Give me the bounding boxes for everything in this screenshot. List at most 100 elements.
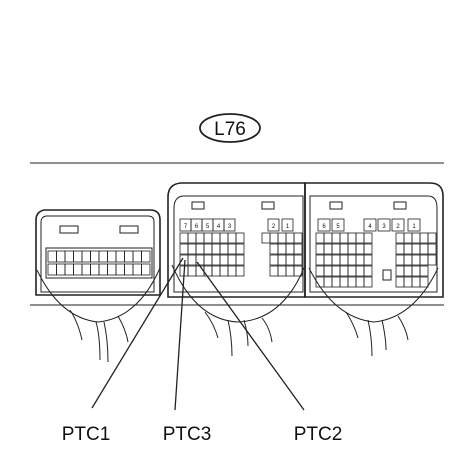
pin-cell	[115, 250, 125, 263]
pin-cell	[347, 265, 357, 277]
pin-cell	[98, 263, 108, 276]
pin-cell	[124, 263, 134, 276]
pin-cell	[339, 243, 349, 255]
pin-cell	[391, 218, 405, 232]
pin-cell	[203, 254, 213, 266]
pin-number: 2	[272, 224, 276, 230]
pin-cell	[73, 250, 83, 263]
pin-number: 6	[195, 224, 199, 230]
pin-cell	[64, 263, 74, 276]
pin-cell	[347, 276, 357, 288]
pin-cell	[293, 232, 303, 244]
pin-cell	[81, 263, 91, 276]
pin-number: 7	[184, 224, 188, 230]
pin-cell	[211, 254, 221, 266]
pin-number: 1	[412, 224, 416, 230]
pin-cell	[195, 232, 205, 244]
pin-number: 5	[336, 224, 340, 230]
pin-number: 4	[368, 224, 372, 230]
pin-cell	[203, 265, 213, 277]
pin-cell	[277, 232, 287, 244]
pin-cell	[395, 232, 405, 244]
ptc1-label: PTC1	[62, 424, 111, 445]
pin-cell	[315, 232, 325, 244]
pin-cell	[323, 276, 333, 288]
pin-number: 4	[217, 224, 221, 230]
pin-cell	[269, 254, 279, 266]
pin-cell	[363, 218, 377, 232]
pin-cell	[315, 243, 325, 255]
pin-cell	[98, 250, 108, 263]
pin-cell	[90, 263, 100, 276]
pin-cell	[293, 265, 303, 277]
pin-cell	[227, 243, 237, 255]
pin-cell	[339, 232, 349, 244]
pin-cell	[285, 254, 295, 266]
connector-id-badge: L76	[199, 113, 261, 143]
pin-cell	[363, 265, 373, 277]
pin-cell	[187, 243, 197, 255]
pin-cell	[331, 218, 345, 232]
pin-cell	[227, 254, 237, 266]
pin-cell	[203, 232, 213, 244]
pin-cell	[411, 276, 421, 288]
pin-cell	[269, 232, 279, 244]
pin-cell	[331, 276, 341, 288]
pin-cell	[411, 232, 421, 244]
ptc1-leader-line	[91, 257, 184, 409]
pin-cell	[315, 265, 325, 277]
pin-cell	[323, 243, 333, 255]
pin-cell	[355, 232, 365, 244]
pin-cell	[419, 276, 429, 288]
pin-cell	[363, 276, 373, 288]
pin-cell	[132, 250, 142, 263]
pin-cell	[285, 232, 295, 244]
pin-number: 3	[228, 224, 232, 230]
pin-cell	[81, 250, 91, 263]
pin-cell	[179, 243, 189, 255]
pin-cell	[315, 254, 325, 266]
pin-cell	[411, 254, 421, 266]
pin-cell	[347, 254, 357, 266]
pin-number: 6	[322, 224, 326, 230]
pin-cell	[323, 232, 333, 244]
pin-cell	[269, 265, 279, 277]
pin-cell	[124, 250, 134, 263]
pin-cell	[323, 265, 333, 277]
pin-cell	[56, 263, 66, 276]
pin-cell	[293, 243, 303, 255]
pin-cell	[235, 243, 245, 255]
pin-cell	[331, 254, 341, 266]
pin-cell	[187, 265, 197, 277]
right-connector-key	[382, 269, 392, 281]
pin-cell	[419, 254, 429, 266]
pin-cell	[419, 265, 429, 277]
pin-cell	[411, 265, 421, 277]
pin-cell	[47, 250, 57, 263]
pin-cell	[203, 243, 213, 255]
pin-cell	[277, 254, 287, 266]
pin-cell	[219, 243, 229, 255]
pin-cell	[317, 218, 331, 232]
pin-cell	[293, 254, 303, 266]
pin-cell	[331, 265, 341, 277]
pin-cell	[395, 243, 405, 255]
pin-cell	[115, 263, 125, 276]
ptc3-leader-line	[174, 259, 186, 411]
pin-cell	[227, 232, 237, 244]
pin-cell	[235, 232, 245, 244]
pin-number: 2	[396, 224, 400, 230]
pin-cell	[403, 243, 413, 255]
ptc2-label: PTC2	[294, 424, 343, 445]
left-connector	[35, 209, 161, 363]
pin-cell	[211, 265, 221, 277]
pin-cell	[141, 250, 151, 263]
pin-cell	[211, 243, 221, 255]
pin-cell	[107, 263, 117, 276]
pin-cell	[403, 254, 413, 266]
pin-cell	[64, 250, 74, 263]
pin-cell	[395, 276, 405, 288]
pin-cell	[347, 232, 357, 244]
